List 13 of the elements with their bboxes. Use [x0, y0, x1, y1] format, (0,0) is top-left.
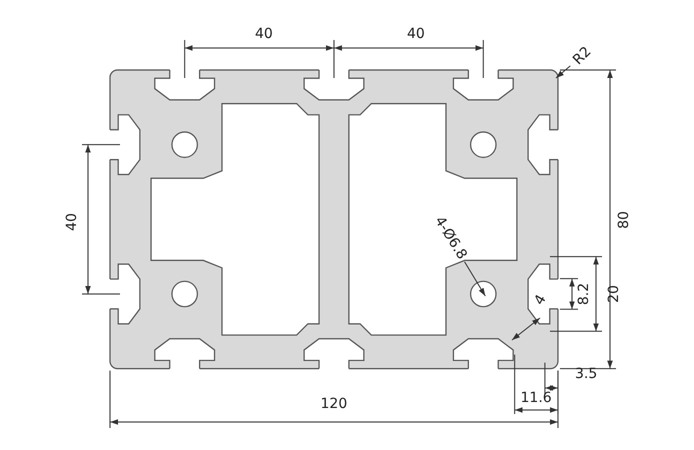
callout-label: R2	[570, 44, 594, 68]
leader-line	[464, 261, 486, 296]
leader-line	[556, 65, 571, 78]
dimension-label: 40	[255, 27, 273, 41]
dimension-label: 40	[407, 27, 425, 41]
dimension-label: 3.5	[575, 367, 598, 381]
dimension-label: 120	[320, 397, 348, 411]
dimension-label: 4	[532, 292, 548, 308]
dimension-label: 8.2	[577, 282, 592, 306]
dimension-label: 80	[616, 211, 631, 229]
dimension-label: 40	[64, 213, 79, 231]
dimension-label: 11.6	[520, 391, 552, 405]
dimension-label: 20	[606, 285, 621, 303]
